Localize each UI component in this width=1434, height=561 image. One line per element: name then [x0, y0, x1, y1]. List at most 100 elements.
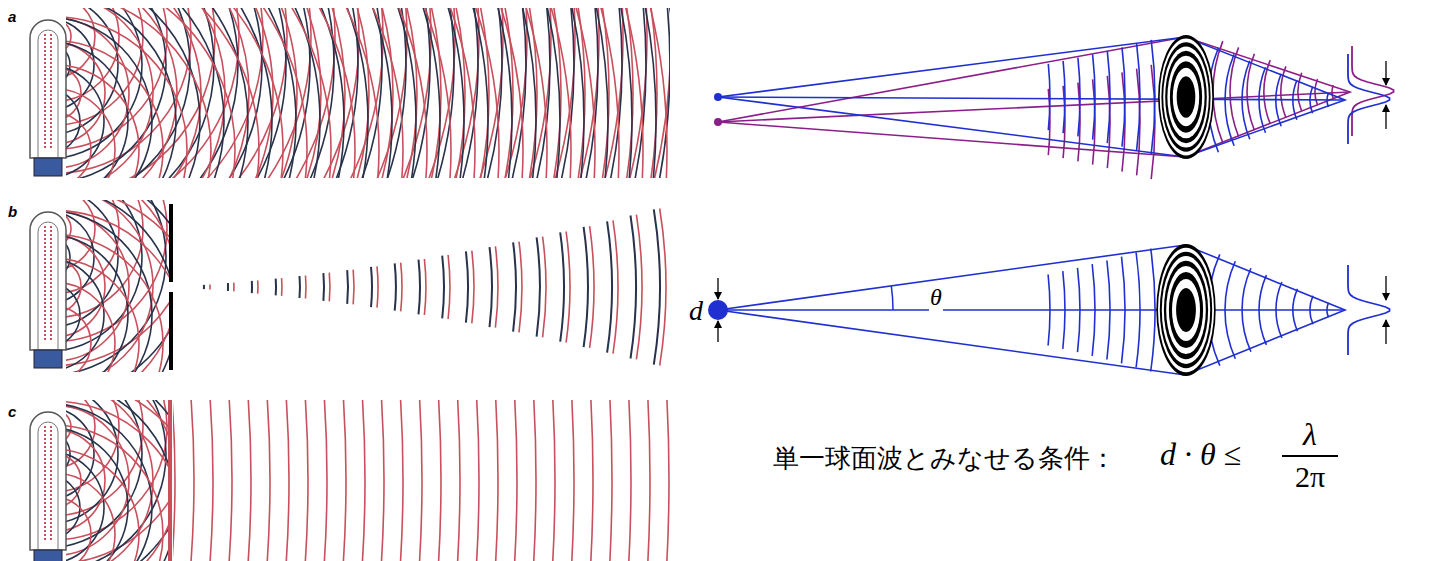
- wave-arc: [66, 8, 502, 178]
- wave-arc: [1327, 303, 1329, 318]
- wave-arc: [173, 400, 251, 561]
- wave-arc: [173, 400, 403, 561]
- ray-lines: [718, 37, 1345, 157]
- wave-arc: [66, 8, 454, 178]
- point-source: [714, 118, 722, 126]
- wave-arc: [590, 226, 594, 348]
- wave-arc: [66, 8, 536, 178]
- wave-arc: [66, 8, 382, 178]
- wave-arc: [66, 8, 503, 178]
- wave-arc: [513, 242, 516, 331]
- wave-arc: [66, 8, 392, 178]
- wave-arc: [66, 8, 262, 178]
- wave-arc: [328, 273, 330, 302]
- wave-arc: [173, 400, 593, 561]
- wave-arc: [227, 283, 229, 291]
- wave-arc: [66, 8, 283, 178]
- wave-arc: [519, 242, 522, 333]
- wave-arc: [1048, 275, 1050, 346]
- wave-arc: [66, 8, 561, 178]
- wave-arc: [66, 8, 560, 178]
- zone-plate: [1158, 35, 1214, 159]
- wave-arc: [173, 400, 441, 561]
- wave-arc: [1122, 257, 1126, 364]
- wave-arc: [281, 278, 283, 296]
- wave-arc: [66, 473, 115, 561]
- wave-arc: [66, 8, 416, 178]
- wave-arc: [66, 8, 200, 178]
- wave-arc: [173, 400, 517, 561]
- wave-arc: [607, 221, 612, 352]
- wave-arc: [66, 8, 526, 178]
- filament: [50, 34, 52, 150]
- wave-arc: [66, 8, 465, 178]
- zone-plate: [1170, 61, 1202, 133]
- wave-arc: [66, 8, 646, 178]
- wave-arc: [66, 8, 670, 178]
- wave-arc: [66, 8, 451, 178]
- wave-arc: [66, 306, 91, 372]
- wave-arc: [173, 400, 631, 561]
- wave-arc: [203, 285, 205, 289]
- wave-arc: [66, 8, 547, 178]
- wave-arc: [66, 8, 667, 178]
- wave-arc: [66, 8, 657, 178]
- wave-arc: [173, 400, 422, 561]
- wave-arc: [173, 400, 289, 561]
- wave-arc: [66, 400, 118, 524]
- wave-arc: [1136, 253, 1140, 368]
- wave-arc: [1137, 44, 1140, 151]
- wave-arc: [66, 210, 169, 372]
- wave-arc: [209, 285, 211, 290]
- ray-lines: [718, 37, 1350, 179]
- wave-arc: [395, 263, 396, 310]
- wave-arc: [66, 8, 393, 178]
- zone-plate: [1166, 266, 1206, 354]
- bulb-glass: [30, 212, 66, 350]
- zone-plate: [1158, 248, 1214, 372]
- bulb-base: [34, 350, 62, 368]
- wave-arc: [305, 276, 307, 299]
- wave-arc: [1063, 61, 1065, 133]
- wave-arc: [66, 8, 551, 178]
- wave-arc: [66, 42, 105, 144]
- wave-arc: [66, 8, 499, 178]
- wave-arc: [66, 8, 296, 178]
- wave-arc: [1242, 61, 1250, 140]
- wave-arc: [66, 8, 153, 178]
- fraction-bar: [1282, 455, 1338, 457]
- formula-denominator: 2π: [1295, 460, 1325, 494]
- wave-arc: [173, 400, 612, 561]
- filament: [50, 426, 52, 542]
- wave-arc: [346, 270, 349, 304]
- wave-arc: [66, 8, 263, 178]
- point-source: [714, 93, 722, 101]
- wave-arc: [1225, 54, 1234, 146]
- wave-arc: [66, 8, 430, 178]
- wave-arc: [66, 400, 166, 561]
- ray: [718, 37, 1350, 157]
- ray: [718, 37, 1345, 157]
- wave-arc: [275, 279, 277, 296]
- wave-arc: [1327, 93, 1328, 107]
- wave-arc: [631, 216, 637, 359]
- wave-arc: [66, 8, 512, 178]
- wave-arc: [66, 234, 163, 372]
- wave-arc: [66, 497, 91, 561]
- wave-arc: [66, 65, 139, 178]
- wave-arc: [66, 8, 311, 178]
- wave-arc: [66, 8, 259, 178]
- zone-plate: [1169, 272, 1203, 348]
- bulb-base: [34, 550, 62, 561]
- wave-arc: [1063, 271, 1065, 349]
- coherent-waves: [173, 400, 669, 561]
- wave-arc: [466, 251, 468, 322]
- wave-arc: [66, 400, 168, 561]
- wave-arc: [66, 8, 574, 178]
- wave-arc: [1315, 79, 1318, 105]
- wave-arc: [66, 425, 163, 561]
- incoherent-waves: [66, 400, 168, 561]
- wave-arc: [1276, 74, 1281, 127]
- wave-arc: [66, 8, 584, 178]
